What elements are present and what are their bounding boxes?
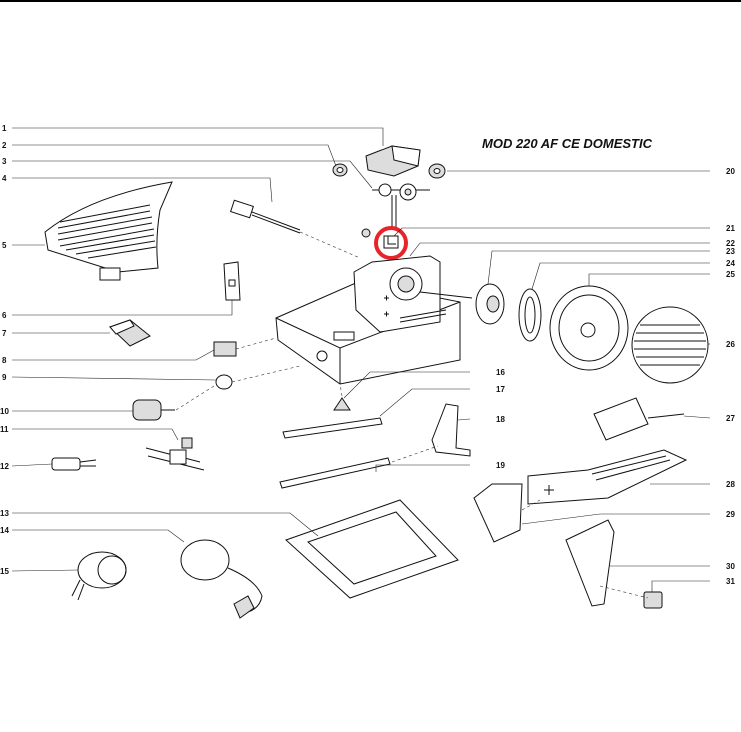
callout-10: 10 — [0, 407, 9, 416]
part-11-clamp-assembly — [145, 437, 205, 471]
callout-23: 23 — [726, 247, 735, 256]
callout-3: 3 — [2, 157, 7, 166]
callout-24: 24 — [726, 259, 735, 268]
part-18-carriage — [431, 403, 471, 457]
callout-17: 17 — [496, 385, 505, 394]
callout-20: 20 — [726, 167, 735, 176]
part-28-tray — [527, 449, 688, 505]
callout-19: 19 — [496, 461, 505, 470]
callout-1: 1 — [2, 124, 7, 133]
highlight-ring — [374, 226, 408, 260]
part-24-belt-inner — [524, 296, 536, 334]
part-4-rod — [230, 199, 301, 234]
part-8-switch — [213, 341, 237, 357]
part-1-housing — [365, 145, 421, 177]
callouts-middle: 16 17 18 19 — [496, 368, 505, 470]
callout-2: 2 — [2, 141, 7, 150]
callout-4: 4 — [2, 174, 7, 183]
callout-22: 22 — [726, 239, 735, 248]
part-6-bracket — [223, 261, 241, 301]
part-21-screw — [361, 228, 371, 238]
part-26-ribbed-plate — [631, 306, 709, 384]
callout-26: 26 — [726, 340, 735, 349]
part-24-belt — [518, 288, 542, 342]
callout-31: 31 — [726, 577, 735, 586]
part-13-bottom-plate — [285, 499, 459, 599]
callout-11: 11 — [0, 425, 9, 434]
callout-9: 9 — [2, 373, 7, 382]
callout-5: 5 — [2, 241, 7, 250]
part-10-knob — [132, 399, 175, 421]
callout-18: 18 — [496, 415, 505, 424]
part-27-pusher — [593, 397, 685, 441]
part-29-end-piece — [473, 483, 523, 543]
callouts-right: 20 21 22 23 24 25 26 27 28 29 30 31 — [726, 167, 735, 586]
part-25-blade — [549, 285, 629, 371]
callout-28: 28 — [726, 480, 735, 489]
top-rule — [0, 0, 741, 2]
callout-30: 30 — [726, 562, 735, 571]
slicer-base-body — [275, 255, 461, 385]
callout-16: 16 — [496, 368, 505, 377]
callout-27: 27 — [726, 414, 735, 423]
callout-21: 21 — [726, 224, 735, 233]
callout-6: 6 — [2, 311, 7, 320]
part-20-washer — [428, 163, 446, 179]
assembly-dash-lines — [175, 231, 649, 599]
part-7-switch-cover — [109, 319, 151, 347]
part-12-connector — [51, 457, 97, 471]
leader-lines — [11, 127, 711, 592]
diagram-title: MOD 220 AF CE DOMESTIC — [482, 136, 653, 151]
callout-12: 12 — [0, 462, 9, 471]
callout-7: 7 — [2, 329, 7, 338]
callout-15: 15 — [0, 567, 9, 576]
callout-8: 8 — [2, 356, 7, 365]
part-30-leg — [565, 519, 615, 607]
part-14-power-cord — [180, 539, 263, 619]
callout-29: 29 — [726, 510, 735, 519]
part-22-bracket — [383, 235, 399, 249]
callout-13: 13 — [0, 509, 9, 518]
part-2-nut — [332, 163, 348, 177]
part-9-knob — [215, 374, 233, 390]
part-5-blade-guard — [44, 181, 173, 281]
part-19-bar — [279, 457, 391, 489]
callouts-left: 1 2 3 4 5 6 7 8 9 10 11 12 13 14 15 — [0, 124, 9, 576]
part-16-foot — [333, 397, 351, 411]
part-15-capacitor — [71, 551, 127, 601]
part-17-bar — [282, 417, 383, 439]
part-3-sharpener — [372, 183, 430, 228]
part-31-nut — [643, 591, 663, 609]
callout-25: 25 — [726, 270, 735, 279]
part-23-motor — [419, 283, 505, 325]
callout-14: 14 — [0, 526, 9, 535]
